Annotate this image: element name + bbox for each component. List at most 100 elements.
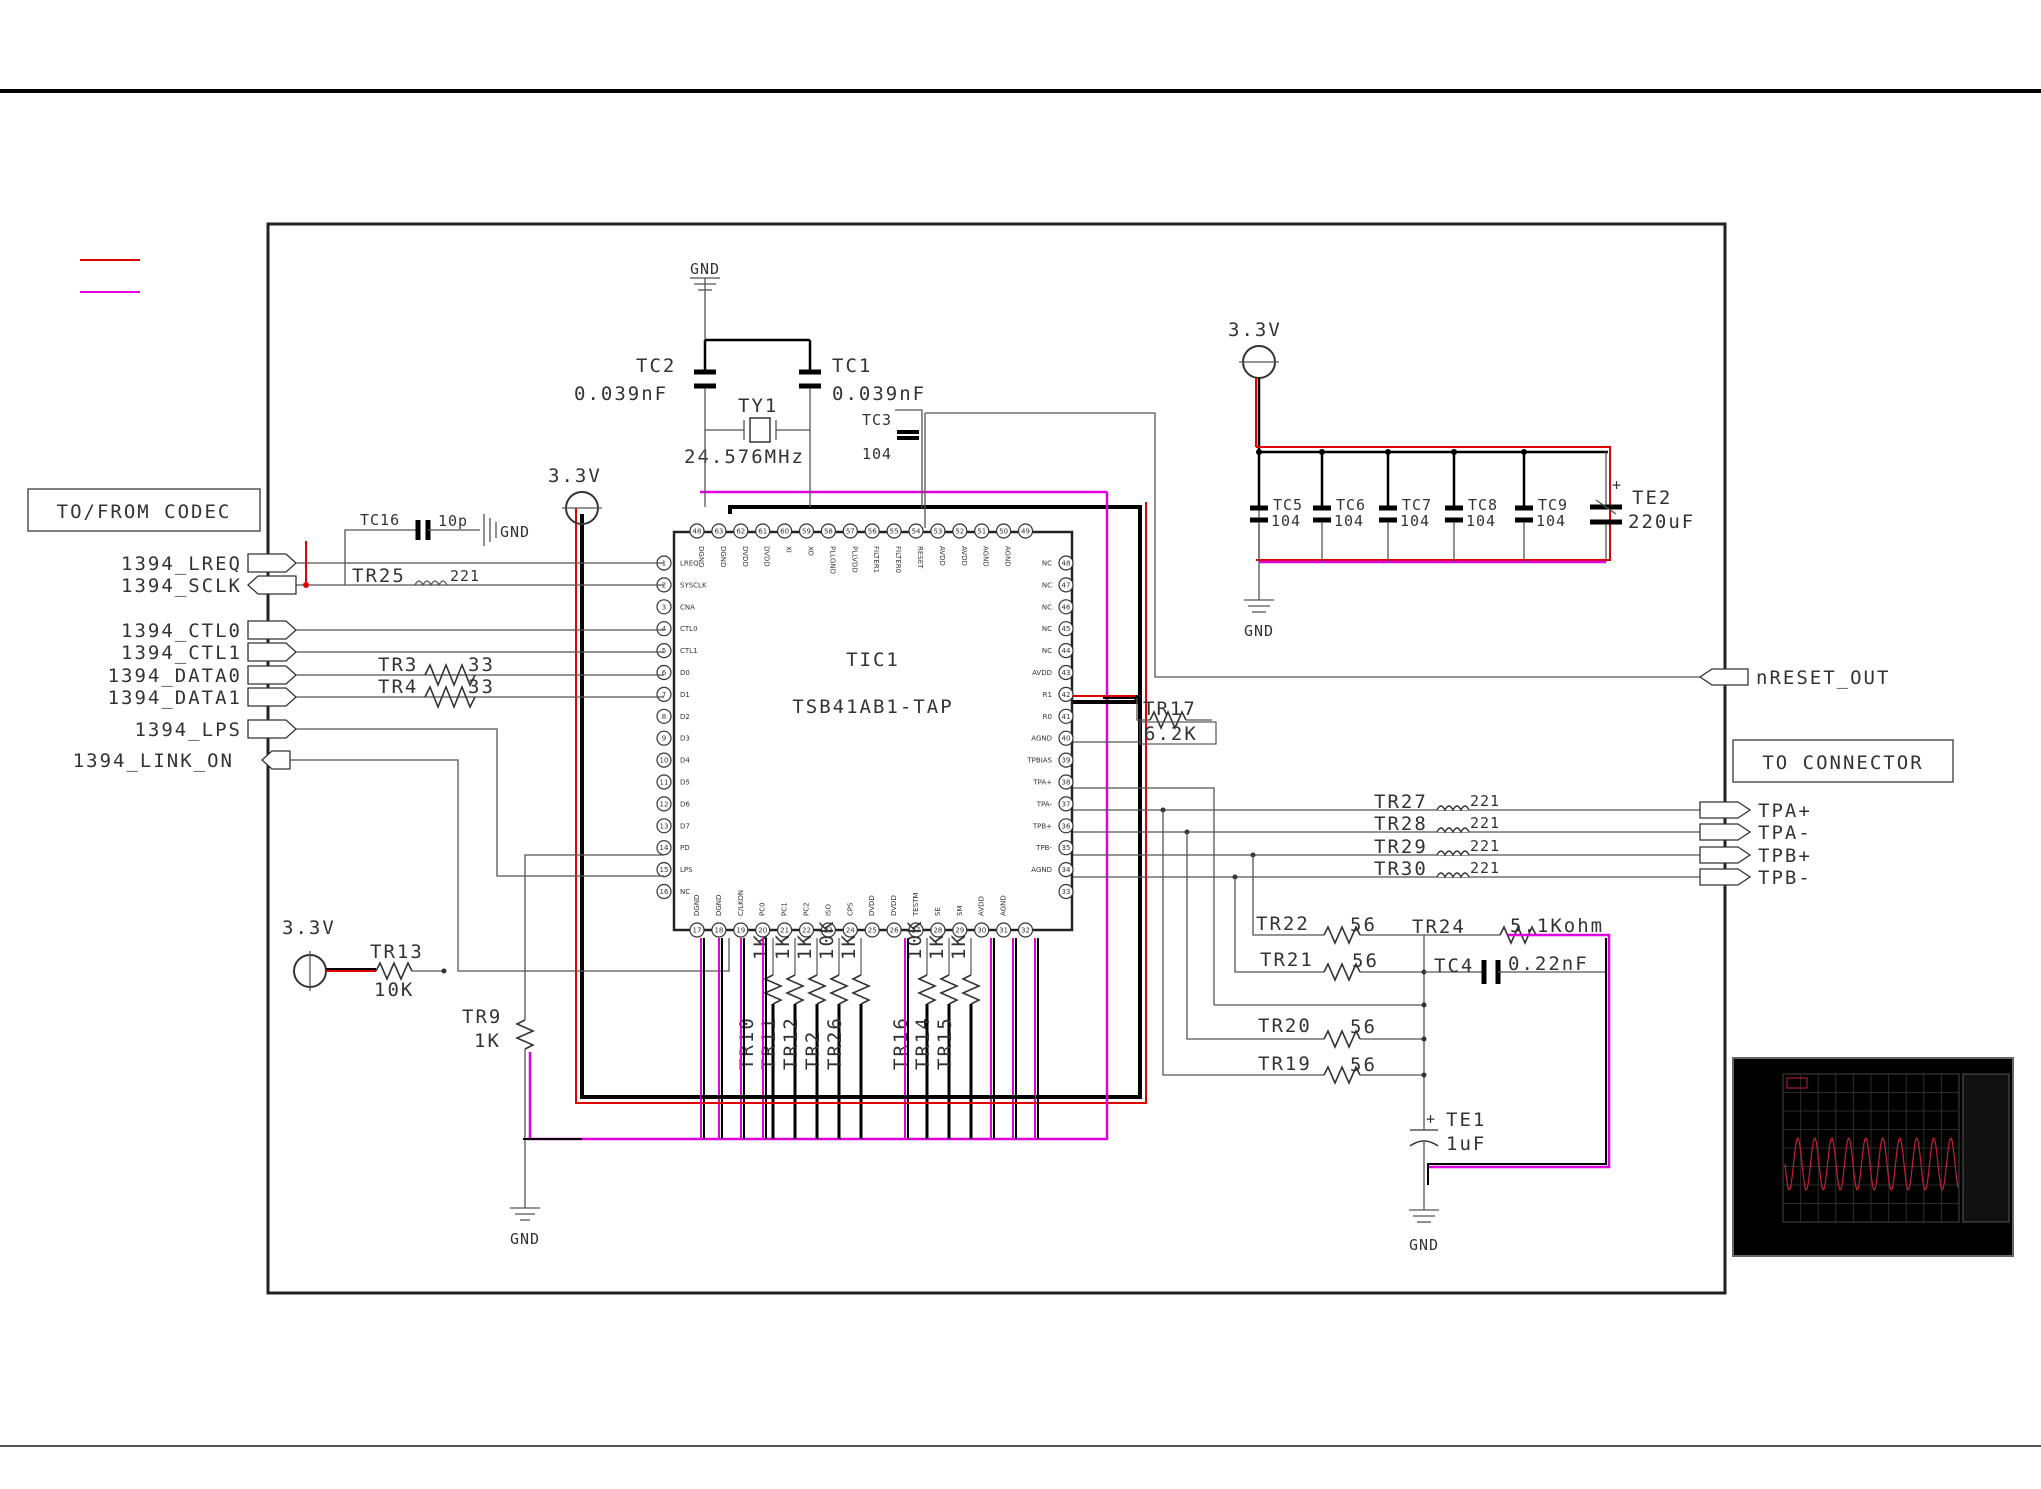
pin-top-num: 56 [868,528,877,536]
pin-top [798,523,815,539]
pin-bottom [820,922,837,938]
tc3-ref: TC3 [862,411,892,429]
pin-bottom-name: SM [956,906,964,916]
tr9-ref: TR9 [462,1006,502,1028]
pin-right-num: 43 [1062,669,1071,677]
termination-network: + GND TR22 56 TR24 5.1Kohm TR21 56 TC4 0… [1256,913,1611,1254]
pin-bottom-num: 19 [736,927,745,935]
ty1-ref: TY1 [738,395,778,417]
reset-label: nRESET_OUT [1756,667,1890,689]
tc1-ref: TC1 [832,355,872,377]
pin-bottom-num: 27 [912,927,921,935]
bottom-res-ref: TR11 [758,1016,780,1070]
pin-top-num: 62 [736,528,745,536]
tc4-ref: TC4 [1434,955,1474,977]
pin-top-name: DGND [697,546,705,567]
pin-bottom-num: 32 [1021,927,1030,935]
tc4-val: 0.22nF [1508,953,1589,975]
pin-right-num: 33 [1062,888,1071,896]
tp-label: TPB+ [1758,845,1812,867]
pin-right-num: 42 [1062,691,1071,699]
pin-left-name: D6 [680,800,690,808]
scope-gridlines [1783,1074,1959,1222]
te2-val: 220uF [1628,511,1695,533]
decap-ref: TC5 [1273,496,1303,514]
pin-top-name: PLLVDD [850,546,858,573]
pin-right-num: 47 [1062,581,1071,589]
pin-left-num: 15 [660,866,669,874]
decap-ref: TC9 [1538,496,1568,514]
pin-right [1058,599,1074,615]
pin-left-num: 8 [662,713,666,721]
ferrite-bead [1436,827,1470,834]
pin-left-name: CTL1 [680,647,698,655]
signal-port [247,687,297,707]
pin-bottom-num: 21 [780,927,789,935]
tr17-resistor: TR17 6.2K [1073,695,1217,745]
bottom-res-val: 1K [948,933,970,960]
pin-left-name: D0 [680,669,690,677]
decap-val: 104 [1466,512,1496,530]
bottom-resistor [785,974,805,1005]
pin-top [733,523,749,539]
pin-right-num: 48 [1062,560,1071,568]
pin-right-name: AVDD [1032,669,1052,677]
pin-top-name: DVDD [741,546,749,567]
tr13-val: 10K [374,979,414,1001]
tr4-resistor: TR4 33 [378,676,493,710]
pin-right [1058,555,1074,571]
reset-port [1698,668,1749,686]
pin-left-name: D7 [680,822,690,830]
left-connectors: 1394_LREQ1394_SCLK1394_CTL01394_CTL11394… [73,553,297,772]
chip-ref: TIC1 [846,649,900,671]
pin-left [656,686,672,703]
pin-bottom-num: 22 [802,927,811,935]
pin-right-name: R0 [1043,713,1052,721]
tr21-ref: TR21 [1260,949,1314,971]
pin-bottom-name: AGND [1000,895,1008,916]
tr9-val: 1K [474,1030,501,1052]
codec-box [27,488,261,532]
pin-right-num: 41 [1062,713,1071,721]
pin-right-name: AGND [1031,735,1052,743]
pin-left-name: PD [680,844,690,852]
pin-bottom-num: 26 [890,927,899,935]
pin-right [1058,840,1074,856]
bottom-resistor [961,974,981,1005]
oscilloscope-thumbnail [1732,1057,2014,1257]
tr13-ref: TR13 [370,941,424,963]
pin-bottom-name: PC0 [759,902,767,916]
pin-right [1058,796,1074,812]
pin-right-num: 44 [1062,647,1071,655]
tr3-val: 33 [468,654,495,676]
signal-port [247,620,297,640]
pin-left-name: D3 [680,735,690,743]
pin-right-num: 46 [1062,603,1071,611]
ferrite-ref: TR27 [1374,791,1428,813]
pin-right-name: NC [1042,603,1052,611]
pin-right-num: 34 [1062,866,1071,874]
signal-label: 1394_DATA0 [108,665,242,687]
pin-top-num: 60 [780,528,789,536]
pin-top [974,523,990,539]
pin-bottom-name: CPS [846,902,854,916]
scope-waveform [1784,1137,1959,1191]
pin-left-num: 4 [662,625,667,633]
pin-bottom-num: 18 [714,927,723,935]
tp-port [1699,868,1752,886]
pin-left [656,796,672,812]
pin-right-name: NC [1042,560,1052,568]
ferrite-ref: TR30 [1374,858,1428,880]
te2-ref: TE2 [1632,487,1672,509]
tp-port [1699,801,1752,819]
signal-label: 1394_CTL0 [121,620,242,642]
pin-bottom [733,922,749,938]
pin-bottom-name: PC1 [781,902,789,916]
pin-left-name: LREQ [680,560,699,568]
tr25-val: 221 [450,567,480,585]
schematic-frame [266,222,1727,1295]
